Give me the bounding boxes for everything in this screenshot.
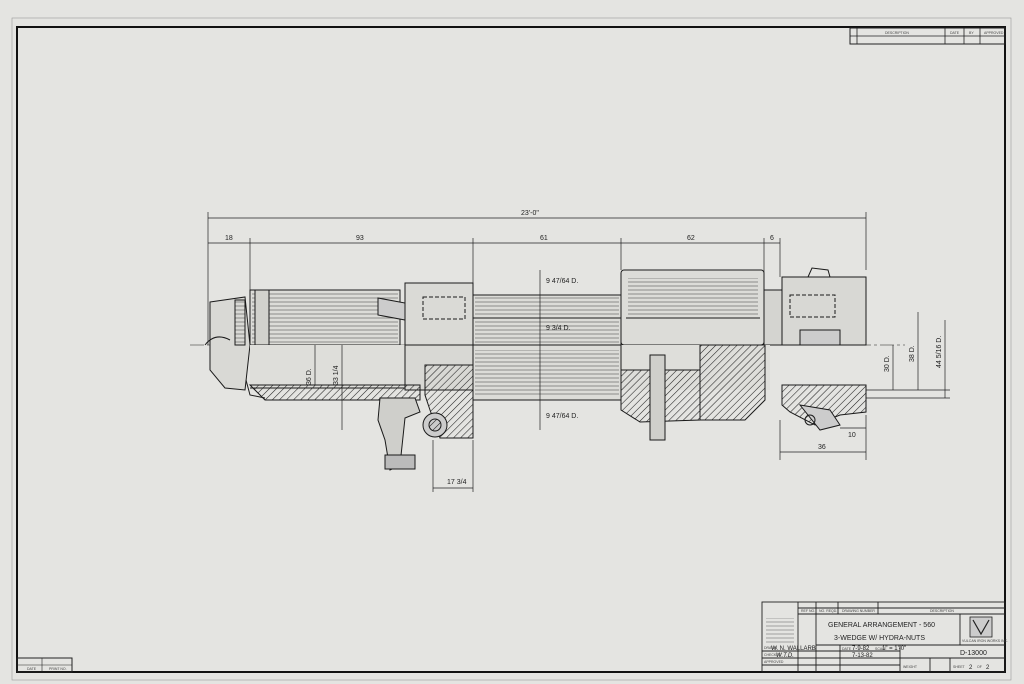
dim-right-10: 10 [848,432,856,439]
tb-scale-label: SCALE [875,647,887,651]
sheet-border [16,26,1006,673]
dim-right-36: 36 [818,444,826,451]
rev-header-by: BY [969,31,974,35]
tb-title-line1: GENERAL ARRANGEMENT - 560 [828,622,935,629]
dim-dia-middle: 9 3/4 D. [546,325,571,332]
tb-date1: 7-9-82 [852,646,870,652]
tb-scale: 1" = 1'-0" [882,646,906,652]
dim-bottom-17: 17 3/4 [447,479,467,486]
tb-sheet-total: 2 [986,665,990,671]
dim-dia-lower: 9 47/64 D. [546,413,578,420]
dimensions [207,212,950,492]
tb-header-reqd: NO. REQD. [819,609,837,613]
hammer-assembly [190,267,905,471]
outer-trim-border [11,17,1012,681]
dim-dia-upper: 9 47/64 D. [546,278,578,285]
dim-seg-62: 62 [687,235,695,242]
tb-sheet-label: SHEET [953,665,966,669]
tb-date2: 7-13-82 [852,653,873,659]
dim-seg-18: 18 [225,235,233,242]
dim-right-44: 44 5/16 D. [936,336,943,368]
dim-seg-61: 61 [540,235,548,242]
dim-overall: 23'-0" [521,210,539,217]
revision-block: DESCRIPTION DATE BY APPROVED [849,27,1006,45]
corner-date-label: DATE [27,667,37,671]
dimension-labels: 23'-0" 18 93 61 62 6 9 47/64 D. 9 3/4 D.… [225,210,943,486]
corner-block: DATE PRINT NO. [16,657,73,673]
dim-right-30: 30 D. [884,355,891,372]
tb-checked-by: W.T.D. [776,653,794,659]
center-block [404,282,474,346]
tb-company: VULCAN IRON WORKS INC. [962,639,1008,643]
rev-header-date: DATE [950,31,960,35]
dim-height-33: 33 1/4 [333,365,340,385]
tb-checked-label: CHECKED [764,653,782,657]
tb-drawn-by: W. N. WALLARB [771,646,816,652]
corner-print-label: PRINT NO. [49,667,67,671]
tb-approved-label: APPROVED [764,660,784,664]
tb-of-label: OF [977,665,982,669]
title-block: REF NO. NO. REQD. DRAWING NUMBER DESCRIP… [761,601,1008,673]
tb-header-drawing-number: DRAWING NUMBER [842,609,875,613]
rev-header-description: DESCRIPTION [885,31,909,35]
vulcan-logo [969,616,993,638]
tb-date-label: DATE [842,647,852,651]
dim-seg-6: 6 [770,235,774,242]
tb-header-description: DESCRIPTION [930,609,954,613]
rev-header-approved: APPROVED [984,31,1004,35]
dim-seg-93: 93 [356,235,364,242]
tb-weight-label: WEIGHT [903,665,918,669]
tb-header-ref: REF NO. [801,609,815,613]
tb-title-line2: 3-WEDGE W/ HYDRA-NUTS [834,635,925,642]
dim-height-36: 36 D. [306,368,313,385]
tb-drawing-number: D-13000 [960,650,987,657]
dim-right-38: 38 D. [909,345,916,362]
tb-sheet: 2 [969,665,973,671]
tb-drawn-label: DRAWN [764,646,778,650]
